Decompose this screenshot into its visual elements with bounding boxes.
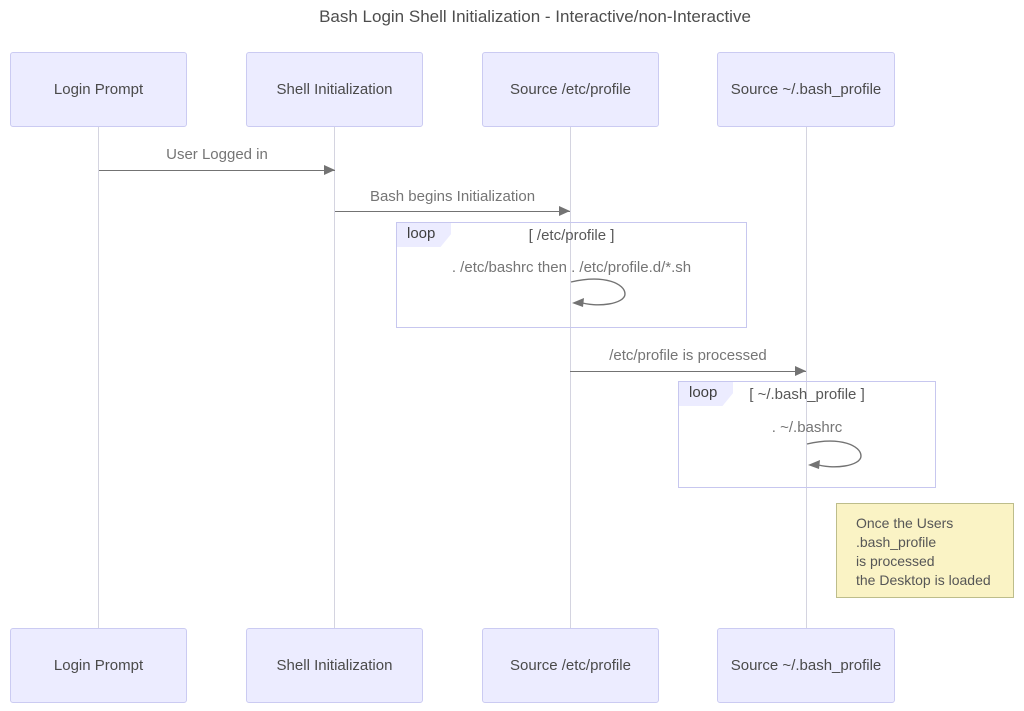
loop-label: loop bbox=[397, 223, 452, 247]
self-loop-arrow-icon bbox=[806, 440, 862, 469]
note-line: Once the Users bbox=[856, 515, 954, 531]
actor-login-prompt-bottom: Login Prompt bbox=[10, 628, 187, 703]
actor-shell-initialization-bottom: Shell Initialization bbox=[246, 628, 423, 703]
actor-source-bash-profile-bottom: Source ~/.bash_profile bbox=[717, 628, 895, 703]
note-line: the Desktop is loaded bbox=[856, 572, 991, 588]
loop-condition: [ /etc/profile ] bbox=[528, 227, 615, 244]
self-loop-arrow-icon bbox=[570, 278, 626, 307]
loop-body-message: . /etc/bashrc then . /etc/profile.d/*.sh bbox=[451, 259, 692, 276]
lifeline-source-etc-profile bbox=[570, 127, 571, 628]
arrowhead-icon bbox=[795, 366, 806, 376]
diagram-title: Bash Login Shell Initialization - Intera… bbox=[319, 7, 751, 26]
lifeline-shell-initialization bbox=[334, 127, 335, 628]
message-label-bash-begins-initialization: Bash begins Initialization bbox=[369, 188, 536, 205]
arrowhead-icon bbox=[324, 165, 335, 175]
actor-source-etc-profile-bottom: Source /etc/profile bbox=[482, 628, 659, 703]
message-arrow-etc-profile-is-processed bbox=[570, 371, 806, 372]
message-label-user-logged-in: User Logged in bbox=[166, 146, 268, 163]
loop-frame-etc-profile: loop [ /etc/profile ] . /etc/bashrc then… bbox=[396, 222, 747, 328]
message-label-etc-profile-is-processed: /etc/profile is processed bbox=[609, 347, 767, 364]
actor-login-prompt-top: Login Prompt bbox=[10, 52, 187, 127]
actor-shell-initialization-top: Shell Initialization bbox=[246, 52, 423, 127]
note-box: Once the Users .bash_profile is processe… bbox=[836, 503, 1014, 598]
lifeline-source-bash-profile bbox=[806, 127, 807, 628]
actor-source-bash-profile-top: Source ~/.bash_profile bbox=[717, 52, 895, 127]
actor-source-etc-profile-top: Source /etc/profile bbox=[482, 52, 659, 127]
note-line: is processed bbox=[856, 553, 935, 569]
message-arrow-bash-begins-initialization bbox=[335, 211, 570, 212]
arrowhead-icon bbox=[559, 206, 570, 216]
lifeline-login-prompt bbox=[98, 127, 99, 628]
loop-body-message: . ~/.bashrc bbox=[771, 419, 843, 436]
message-arrow-user-logged-in bbox=[99, 170, 335, 171]
loop-condition: [ ~/.bash_profile ] bbox=[749, 386, 865, 403]
loop-label: loop bbox=[679, 382, 734, 406]
note-line: .bash_profile bbox=[856, 534, 937, 550]
loop-frame-bash-profile: loop [ ~/.bash_profile ] . ~/.bashrc bbox=[678, 381, 936, 488]
